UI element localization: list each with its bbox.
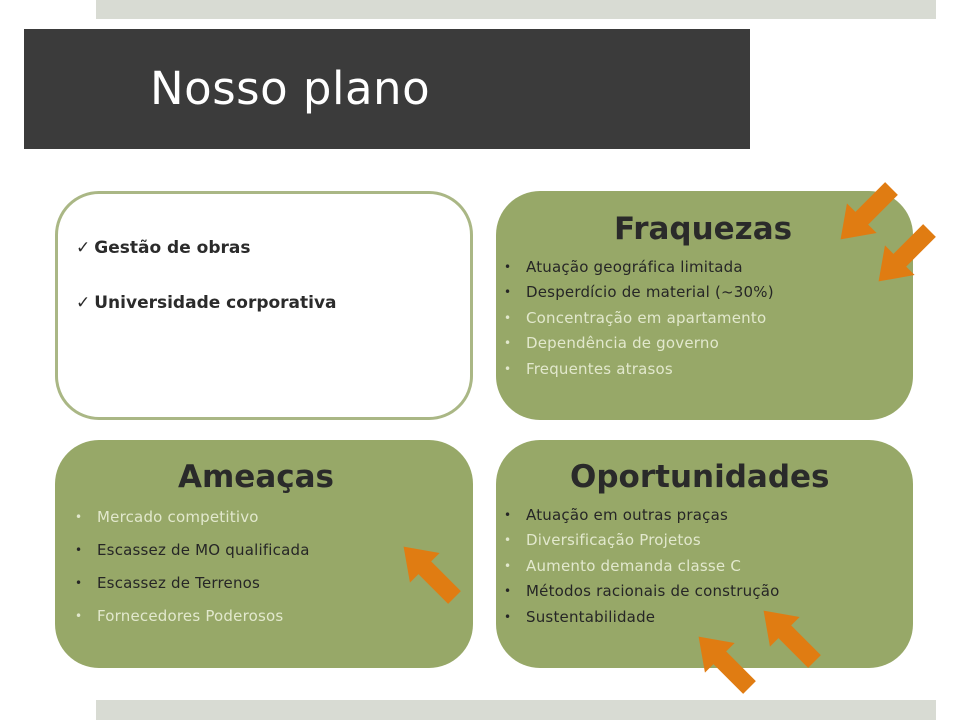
threat-label: Mercado competitivo — [97, 507, 259, 526]
opportunity-label: Sustentabilidade — [526, 607, 656, 626]
bullet-icon: • — [504, 361, 512, 376]
threat-item: • Mercado competitivo — [75, 500, 310, 533]
weakness-label: Concentração em apartamento — [526, 308, 767, 327]
arrow-icon — [840, 182, 898, 240]
weakness-label: Dependência de governo — [526, 334, 719, 353]
bullet-icon: • — [75, 608, 83, 623]
opportunity-item: • Aumento demanda classe C — [504, 553, 780, 579]
weakness-item: • Dependência de governo — [504, 331, 774, 357]
opportunity-item: • Sustentabilidade — [504, 604, 780, 630]
checkmark-icon: ✓ — [76, 293, 91, 313]
bullet-icon: • — [504, 533, 512, 548]
bullet-icon: • — [504, 609, 512, 624]
bullet-icon: • — [504, 310, 512, 325]
arrow-icon — [698, 636, 756, 694]
opportunity-item: • Diversificação Projetos — [504, 528, 780, 554]
strength-label: Gestão de obras — [94, 238, 251, 258]
threat-item: • Escassez de Terrenos — [75, 566, 310, 599]
opportunity-label: Atuação em outras praças — [526, 505, 729, 524]
strengths-box — [55, 191, 473, 420]
threats-heading: Ameaças — [178, 459, 334, 495]
bullet-icon: • — [504, 285, 512, 300]
weakness-item: • Frequentes atrasos — [504, 356, 774, 382]
bullet-icon: • — [75, 575, 83, 590]
arrow-icon — [878, 224, 936, 282]
opportunity-label: Métodos racionais de construção — [526, 582, 780, 601]
threat-label: Fornecedores Poderosos — [97, 606, 284, 625]
weaknesses-list: • Atuação geográfica limitada • Desperdíci… — [504, 254, 774, 382]
weakness-label: Frequentes atrasos — [526, 359, 673, 378]
bullet-icon: • — [504, 259, 512, 274]
slide-title: Nosso plano — [150, 62, 431, 115]
top-accent-bar — [96, 0, 936, 19]
arrow-icon — [403, 546, 461, 604]
title-band — [24, 29, 750, 149]
opportunities-heading: Oportunidades — [570, 459, 830, 495]
bullet-icon: • — [504, 558, 512, 573]
threat-item: • Fornecedores Poderosos — [75, 599, 310, 632]
strength-item: ✓ Universidade corporativa — [76, 288, 337, 318]
opportunities-box — [496, 440, 913, 668]
opportunity-item: • Atuação em outras praças — [504, 502, 780, 528]
arrow-icon — [763, 610, 821, 668]
bullet-icon: • — [75, 542, 83, 557]
opportunity-item: • Métodos racionais de construção — [504, 579, 780, 605]
weakness-label: Desperdício de material (~30%) — [526, 283, 774, 302]
opportunities-list: • Atuação em outras praças • Diversificaçã… — [504, 502, 780, 630]
strength-label: Universidade corporativa — [94, 293, 337, 313]
bullet-icon: • — [504, 584, 512, 599]
bottom-accent-bar — [96, 700, 936, 720]
threat-label: Escassez de MO qualificada — [97, 540, 310, 559]
opportunity-label: Aumento demanda classe C — [526, 556, 741, 575]
weakness-item: • Concentração em apartamento — [504, 305, 774, 331]
strength-item: ✓ Gestão de obras — [76, 233, 337, 263]
threat-item: • Escassez de MO qualificada — [75, 533, 310, 566]
weakness-label: Atuação geográfica limitada — [526, 257, 743, 276]
threat-label: Escassez de Terrenos — [97, 573, 261, 592]
strengths-list: ✓ Gestão de obras ✓ Universidade corpora… — [76, 233, 337, 343]
bullet-icon: • — [504, 507, 512, 522]
weakness-item: • Atuação geográfica limitada — [504, 254, 774, 280]
weaknesses-heading: Fraquezas — [614, 211, 793, 247]
threats-list: • Mercado competitivo • Escassez de MO qua… — [75, 500, 310, 632]
opportunity-label: Diversificação Projetos — [526, 531, 701, 550]
weakness-item: • Desperdício de material (~30%) — [504, 280, 774, 306]
bullet-icon: • — [504, 336, 512, 351]
threats-box — [55, 440, 473, 668]
checkmark-icon: ✓ — [76, 238, 91, 258]
bullet-icon: • — [75, 509, 83, 524]
